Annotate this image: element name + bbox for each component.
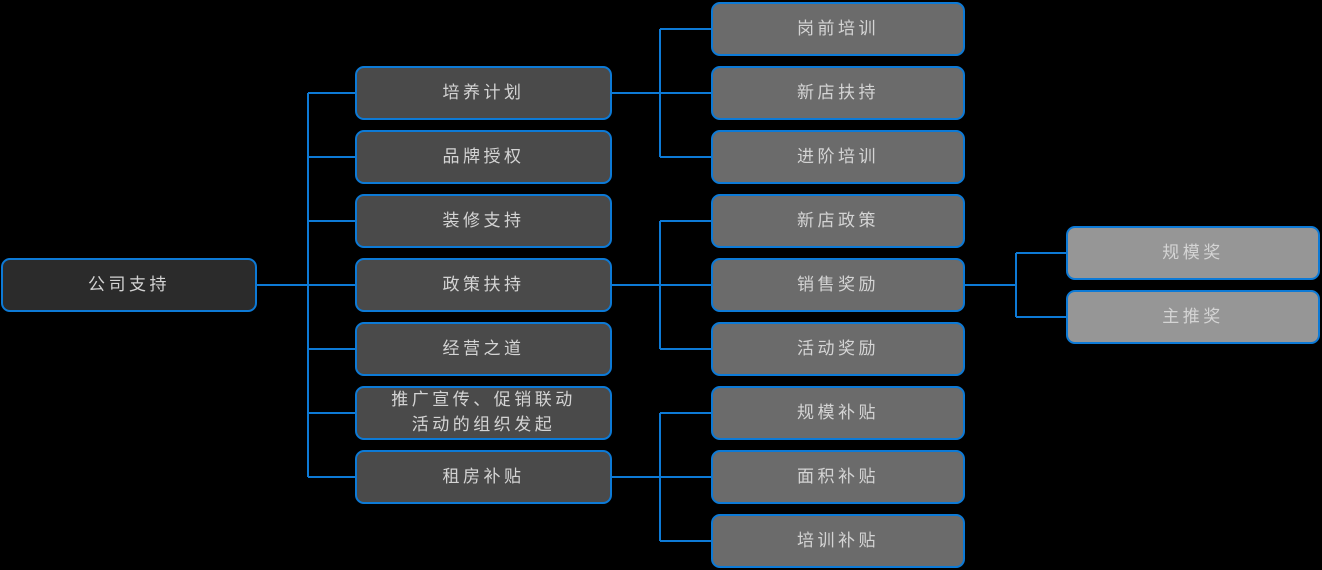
level3-node-6[interactable]: 活动奖励 <box>711 322 965 376</box>
node-label: 岗前培训 <box>797 18 879 39</box>
level4-node-2[interactable]: 主推奖 <box>1066 290 1320 344</box>
node-label: 培训补贴 <box>797 530 879 551</box>
node-label: 主推奖 <box>1162 306 1224 327</box>
node-label: 规模奖 <box>1162 242 1224 263</box>
node-label: 活动奖励 <box>797 338 879 359</box>
level3-node-5[interactable]: 销售奖励 <box>711 258 965 312</box>
level3-node-9[interactable]: 培训补贴 <box>711 514 965 568</box>
level2-node-3[interactable]: 装修支持 <box>355 194 612 248</box>
level4-node-1[interactable]: 规模奖 <box>1066 226 1320 280</box>
level3-node-8[interactable]: 面积补贴 <box>711 450 965 504</box>
node-label: 规模补贴 <box>797 402 879 423</box>
level3-node-4[interactable]: 新店政策 <box>711 194 965 248</box>
node-label: 进阶培训 <box>797 146 879 167</box>
level3-node-1[interactable]: 岗前培训 <box>711 2 965 56</box>
level3-node-2[interactable]: 新店扶持 <box>711 66 965 120</box>
level2-node-7[interactable]: 租房补贴 <box>355 450 612 504</box>
root-node-1[interactable]: 公司支持 <box>1 258 257 312</box>
node-label: 新店扶持 <box>797 82 879 103</box>
node-label: 装修支持 <box>442 210 525 231</box>
node-label: 销售奖励 <box>797 274 879 295</box>
level3-node-7[interactable]: 规模补贴 <box>711 386 965 440</box>
node-label: 面积补贴 <box>797 466 879 487</box>
level2-node-4[interactable]: 政策扶持 <box>355 258 612 312</box>
level3-node-3[interactable]: 进阶培训 <box>711 130 965 184</box>
level2-node-6[interactable]: 推广宣传、促销联动 活动的组织发起 <box>355 386 612 440</box>
node-label: 品牌授权 <box>442 146 525 167</box>
node-label: 公司支持 <box>88 274 170 295</box>
node-label: 新店政策 <box>797 210 879 231</box>
node-label: 租房补贴 <box>442 466 525 487</box>
level2-node-5[interactable]: 经营之道 <box>355 322 612 376</box>
level2-node-1[interactable]: 培养计划 <box>355 66 612 120</box>
node-label: 培养计划 <box>442 82 525 103</box>
node-label: 经营之道 <box>442 338 525 359</box>
node-label: 推广宣传、促销联动 活动的组织发起 <box>391 390 576 435</box>
node-label: 政策扶持 <box>442 274 525 295</box>
level2-node-2[interactable]: 品牌授权 <box>355 130 612 184</box>
